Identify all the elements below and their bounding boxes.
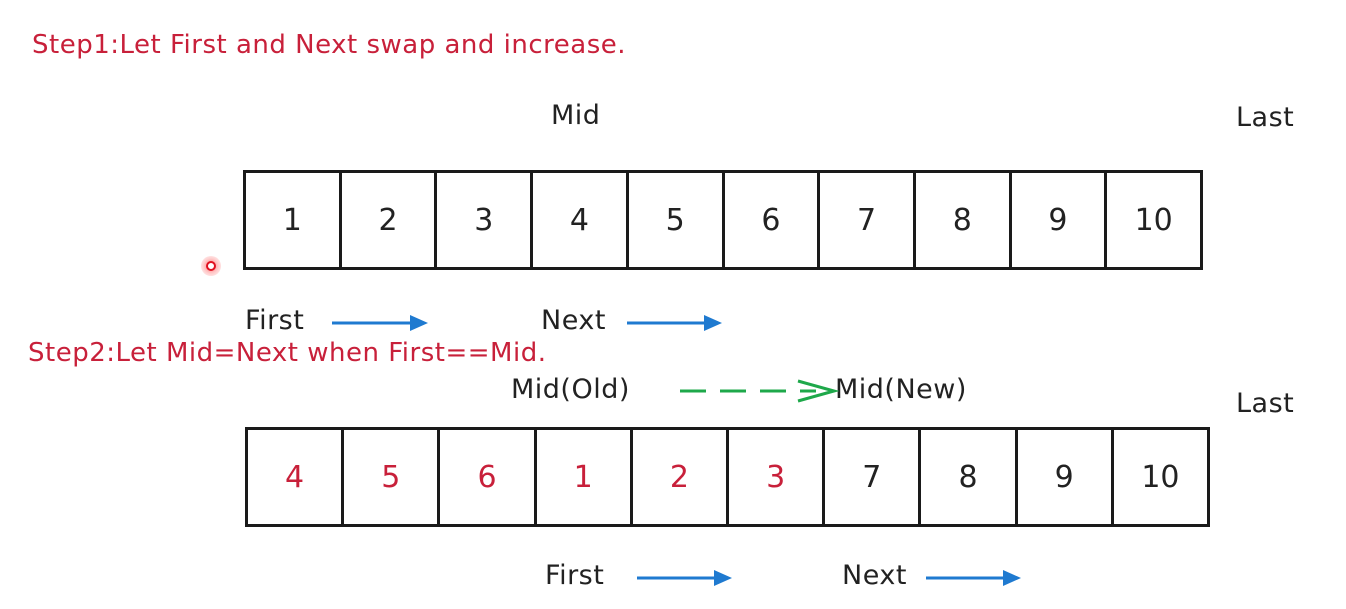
array-cell: 2: [633, 430, 730, 524]
array-cell: 9: [1012, 173, 1108, 267]
array-cell: 8: [921, 430, 1018, 524]
array-cell: 10: [1141, 459, 1180, 495]
step1-last-label: Last: [1236, 102, 1295, 133]
step2-first-arrow: [637, 570, 732, 586]
cursor-indicator: [201, 256, 221, 276]
step1-first-label: First: [245, 305, 305, 336]
step2-last-label: Last: [1236, 388, 1295, 419]
array-cell: 7: [825, 430, 922, 524]
array-cell: 9: [1018, 430, 1114, 524]
array-cell: 6: [725, 173, 821, 267]
step1-mid-label: Mid: [551, 100, 601, 131]
step2-first-label: First: [545, 560, 605, 591]
array-cell: 5: [344, 430, 441, 524]
step2-mid-new-label: Mid(New): [835, 374, 967, 405]
step1-first-arrow: [332, 315, 428, 331]
array-cell: 6: [440, 430, 537, 524]
array-cell: 2: [342, 173, 438, 267]
array-cell: 3: [729, 430, 826, 524]
step2-caption: Step2:Let Mid=Next when First==Mid.: [28, 338, 547, 368]
array-cell: 8: [916, 173, 1012, 267]
array-cell: 1: [537, 430, 633, 524]
step2-mid-old-label: Mid(Old): [511, 374, 630, 405]
array-cell: 10: [1134, 202, 1173, 238]
step1-caption: Step1:Let First and Next swap and increa…: [32, 30, 627, 60]
array-cell: 4: [533, 173, 629, 267]
array-cell: 1: [246, 173, 342, 267]
step1-next-label: Next: [541, 305, 606, 336]
step1-next-arrow: [627, 315, 722, 331]
array-cell: 3: [437, 173, 534, 267]
step2-next-label: Next: [842, 560, 907, 591]
mid-move-dashed-arrow: [680, 379, 840, 403]
step2-next-arrow: [926, 570, 1021, 586]
array-cell: 4: [248, 430, 345, 524]
array-cell: 5: [629, 173, 725, 267]
array-cell: 7: [820, 173, 916, 267]
